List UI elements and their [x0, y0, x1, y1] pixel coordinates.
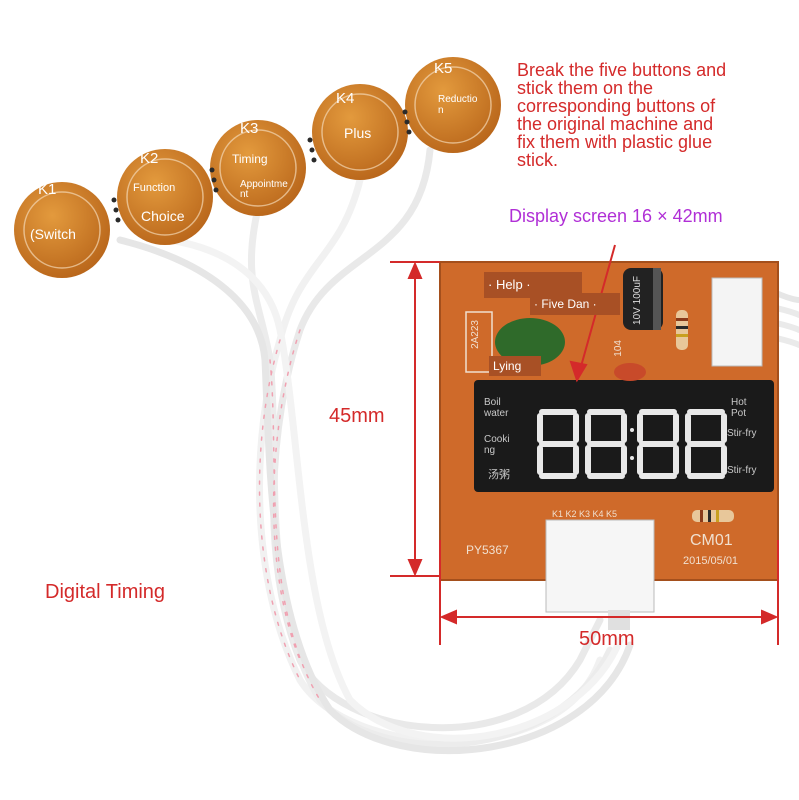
k4-label: Plus [344, 125, 372, 141]
k3-label: Appointme nt [240, 180, 288, 200]
instruction-line: Break the five buttons and [517, 60, 727, 80]
button-disc-k2 [117, 149, 213, 245]
electrolytic-value: 10V 100uF [632, 276, 643, 325]
display-size-note: Display screen 16 × 42mm [509, 206, 723, 226]
hot-pot-label: Hot Pot [731, 397, 747, 419]
k5-label: Reductio n [438, 94, 477, 116]
seven-segment-digits [537, 409, 727, 479]
connector-pins-label: K1 K2 K3 K4 K5 [552, 509, 618, 519]
top-connector [711, 277, 763, 367]
boil-water-line: water [484, 408, 509, 419]
width-dimension-label: 50mm [579, 628, 635, 650]
button-disc-k3 [210, 120, 306, 216]
cooking-line: ng [484, 445, 496, 456]
dimension-lines [390, 244, 779, 645]
k3-tag: K3 [240, 120, 259, 137]
instruction-line: stick them on the [517, 78, 654, 98]
instruction-line: fix them with plastic glue [517, 132, 713, 152]
instruction-text: Break the five buttons and stick them on… [517, 61, 726, 169]
instruction-line: the original machine and [517, 114, 714, 134]
boil-water-label: Boil water [484, 397, 508, 419]
button-discs [14, 57, 501, 278]
boil-water-line: Boil [484, 397, 501, 408]
cap104-label: 104 [613, 340, 624, 357]
ceramic-capacitor [495, 318, 565, 366]
k4-tag: K4 [336, 90, 355, 107]
k3-label-line: nt [240, 189, 249, 200]
cooking-label: Cooki ng [484, 434, 510, 456]
board-model: PY5367 [466, 543, 509, 557]
lying-label: Lying [489, 356, 541, 376]
k3-label-line: Appointme [240, 179, 288, 190]
k2-label-top: Function [133, 182, 176, 194]
k2-tag: K2 [140, 150, 159, 167]
button-disc-k5 [405, 57, 501, 153]
board-date: 2015/05/01 [683, 555, 739, 567]
bottom-connector [545, 519, 655, 613]
stir-fry-label-1: Stir-fry [727, 428, 757, 439]
k5-tag: K5 [434, 60, 453, 77]
k1-label: (Switch [30, 226, 76, 242]
button-disc-k1 [14, 182, 110, 278]
instruction-line: corresponding buttons of [517, 96, 716, 116]
instruction-line: stick. [517, 150, 559, 170]
stir-fry-label-2: Stir-fry [727, 465, 757, 476]
cooking-line: Cooki [484, 434, 510, 445]
button-disc-k4 [312, 84, 408, 180]
k5-label-line: Reductio [438, 94, 478, 105]
k5-label-line: n [438, 105, 444, 116]
hot-pot-line: Hot [731, 397, 747, 408]
soup-label: 汤粥 [488, 469, 510, 481]
board-code: CM01 [690, 532, 733, 549]
k2-label: Choice [141, 208, 185, 224]
k3-label-top: Timing [232, 152, 268, 166]
product-label: Digital Timing [45, 581, 166, 603]
five-dan-label: · Five Dan · [530, 293, 620, 315]
capacitor-code: 2A223 [470, 320, 481, 349]
hot-pot-line: Pot [731, 408, 747, 419]
height-dimension-label: 45mm [329, 405, 385, 427]
k1-tag: K1 [38, 181, 57, 198]
